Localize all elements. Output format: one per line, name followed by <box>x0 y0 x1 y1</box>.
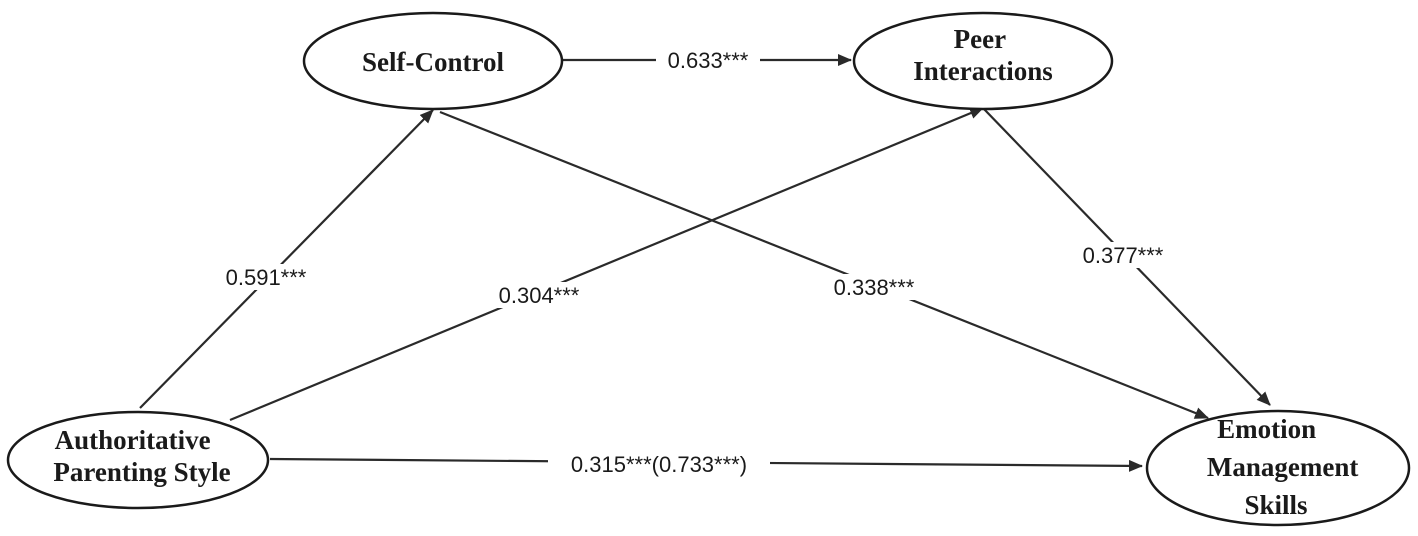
node-label-peer-interactions-line1: Peer <box>954 24 1006 54</box>
node-label-parenting-line1: Authoritative <box>55 425 211 455</box>
svg-text:Authoritative Parenting: Authoritative Parenting Style <box>53 425 230 487</box>
edge-labels: 0.633*** 0.591*** 0.304*** 0.338*** 0.37… <box>214 48 1176 477</box>
node-peer-interactions: Peer Interactions <box>852 11 1114 111</box>
edge-label-peer-interactions-to-emotion: 0.377*** <box>1083 243 1164 268</box>
edge-label-self-control-to-peer-interactions: 0.633*** <box>668 48 749 73</box>
svg-text:Peer Interactions: Peer Interactions <box>913 24 1052 86</box>
svg-text:Emotion Management: Emotion Management Skills <box>1207 414 1365 520</box>
node-label-peer-interactions-line2: Interactions <box>913 56 1052 86</box>
node-label-parenting-line2: Parenting Style <box>53 457 230 487</box>
node-label-self-control-line1: Self-Control <box>362 47 504 77</box>
node-label-emotion-line3: Skills <box>1244 490 1307 520</box>
node-label-emotion-line1: Emotion <box>1217 414 1316 444</box>
edge-label-parenting-to-self-control: 0.591*** <box>226 265 307 290</box>
node-emotion-management-skills: Emotion Management Skills <box>1145 409 1411 527</box>
svg-text:Self-Control: Self-Control <box>362 47 504 77</box>
edge-label-self-control-to-emotion: 0.338*** <box>834 275 915 300</box>
node-authoritative-parenting-style: Authoritative Parenting Style <box>6 410 270 510</box>
edge-parenting-to-self-control <box>139 109 434 409</box>
node-label-emotion-line2: Management <box>1207 452 1358 482</box>
edge-label-parenting-to-emotion: 0.315***(0.733***) <box>571 452 747 477</box>
node-self-control: Self-Control <box>302 11 564 111</box>
edge-parenting-to-peer-interactions <box>229 106 984 422</box>
edge-label-parenting-to-peer-interactions: 0.304*** <box>499 283 580 308</box>
edge-self-control-to-emotion <box>439 110 1209 420</box>
